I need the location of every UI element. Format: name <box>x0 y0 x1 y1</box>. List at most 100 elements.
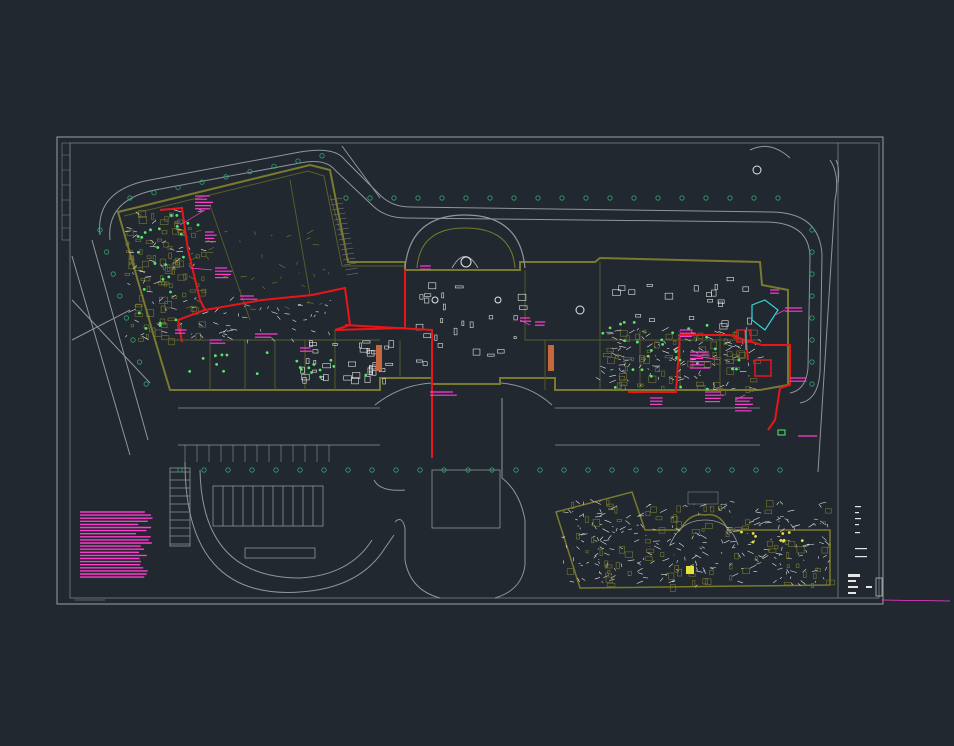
detail-line <box>271 311 278 315</box>
detail-line <box>562 511 569 513</box>
equipment-box <box>645 539 651 544</box>
equipment-box <box>423 333 431 339</box>
title-block-mark <box>855 512 859 514</box>
grid-axis-bubble <box>297 467 303 473</box>
equipment-box <box>124 273 131 276</box>
detail-line <box>225 324 231 327</box>
equipment-box <box>764 509 772 514</box>
equipment-box <box>624 551 634 558</box>
detail-line <box>779 577 783 579</box>
detail-line <box>677 378 685 381</box>
equipment-box <box>625 365 628 372</box>
equipment-box <box>616 519 622 523</box>
detail-line <box>668 377 675 381</box>
equipment-box <box>443 303 446 311</box>
detail-line <box>319 303 323 305</box>
grid-axis-bubble <box>537 467 543 473</box>
detail-line <box>200 249 207 252</box>
equipment-box <box>138 337 144 342</box>
detail-line <box>159 297 164 302</box>
detail-line <box>637 561 642 564</box>
detail-line <box>202 311 209 315</box>
detail-line <box>602 528 610 533</box>
equipment-box <box>658 527 666 534</box>
equipment-box <box>607 357 615 364</box>
equipment-box <box>660 552 665 557</box>
detail-line <box>597 548 600 550</box>
detail-line <box>682 505 685 507</box>
equipment-box <box>154 329 163 337</box>
equipment-box <box>614 506 618 514</box>
equipment-box <box>322 363 331 369</box>
equipment-box <box>372 370 377 376</box>
fixture-dot <box>144 326 148 330</box>
grid-axis-bubble <box>681 467 687 473</box>
detail-line <box>611 336 618 340</box>
fixture-dot <box>255 372 259 375</box>
detail-line <box>581 577 586 581</box>
equipment-box <box>627 570 632 576</box>
equipment-box <box>717 299 725 304</box>
grid-axis-bubble <box>343 195 349 201</box>
grid-axis-bubble <box>809 293 815 299</box>
equipment-box <box>745 519 751 525</box>
equipment-box <box>302 377 307 384</box>
equipment-box <box>134 267 143 271</box>
detail-line <box>821 536 827 541</box>
detail-line <box>773 557 777 559</box>
fixture-dot <box>782 538 786 542</box>
detail-line <box>261 286 266 290</box>
fixture-dot <box>660 338 664 342</box>
detail-line <box>627 559 635 562</box>
equipment-box <box>382 378 386 385</box>
detail-line <box>645 333 651 337</box>
equipment-box <box>187 227 192 231</box>
detail-line <box>732 573 739 577</box>
detail-line <box>656 358 661 361</box>
equipment-box <box>645 511 651 517</box>
equipment-box <box>161 335 170 341</box>
grid-axis-bubble <box>441 467 447 473</box>
detail-line <box>741 552 745 557</box>
detail-line <box>575 518 578 521</box>
equipment-box <box>661 370 666 377</box>
fixture-dot <box>188 369 192 373</box>
equipment-box <box>513 336 517 339</box>
equipment-box <box>729 562 733 570</box>
detail-line <box>259 307 262 311</box>
equipment-box <box>422 361 428 366</box>
grid-axis-bubble <box>559 195 565 201</box>
detail-line <box>747 362 750 367</box>
detail-line <box>759 521 767 525</box>
detail-line <box>128 251 135 253</box>
main-pipe-route <box>159 206 791 458</box>
fixture-dot <box>740 530 743 534</box>
equipment-box <box>654 365 660 372</box>
detail-line <box>581 533 588 536</box>
detail-line <box>599 508 602 513</box>
detail-line <box>178 246 184 249</box>
detail-line <box>239 240 241 243</box>
equipment-box <box>692 580 696 587</box>
equipment-box <box>774 545 779 549</box>
detail-line <box>819 541 825 545</box>
grid-axis-bubble <box>117 293 123 299</box>
equipment-box <box>701 528 705 532</box>
equipment-box <box>754 556 758 562</box>
grid-axis-bubble <box>143 381 149 387</box>
equipment-box <box>821 547 829 554</box>
detail-line <box>694 554 702 559</box>
detail-line <box>721 539 724 544</box>
fixture-dot <box>222 369 225 373</box>
fixture-dot <box>332 364 336 368</box>
detail-line <box>784 518 789 521</box>
fixture-dot <box>661 343 665 346</box>
title-block-mark <box>848 592 856 594</box>
fixture-dot <box>640 368 644 372</box>
equipment-box <box>726 367 735 375</box>
fixture-dot <box>632 320 636 324</box>
equipment-box <box>419 294 424 300</box>
detail-line <box>195 298 200 303</box>
